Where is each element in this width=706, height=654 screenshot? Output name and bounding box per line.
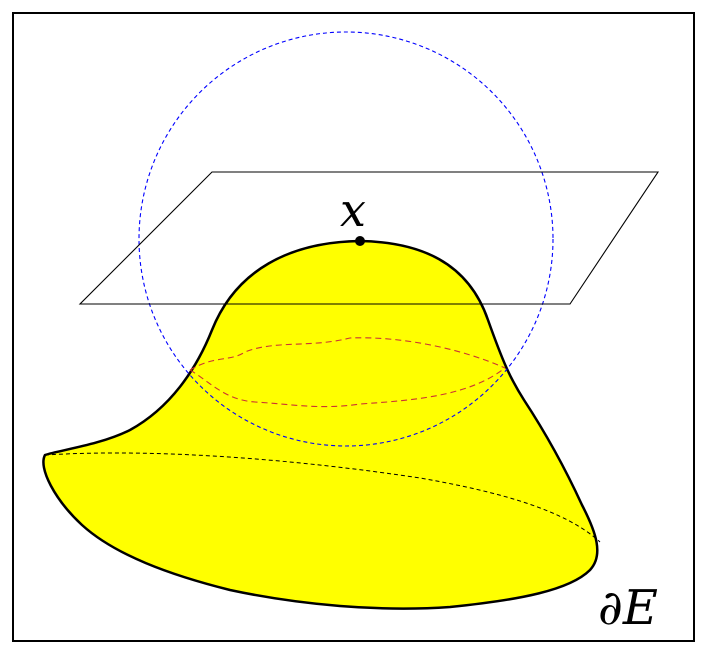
point-x-label: x xyxy=(340,183,366,237)
frame-border xyxy=(12,12,695,642)
slice-back xyxy=(189,337,506,371)
hidden-contour xyxy=(44,452,601,543)
region-e xyxy=(42,239,599,610)
tangent-plane xyxy=(78,171,660,305)
boundary-label: ∂E xyxy=(598,580,658,636)
slice-front xyxy=(189,367,506,408)
ball-boundary xyxy=(138,31,554,447)
point-x-dot xyxy=(355,236,365,246)
